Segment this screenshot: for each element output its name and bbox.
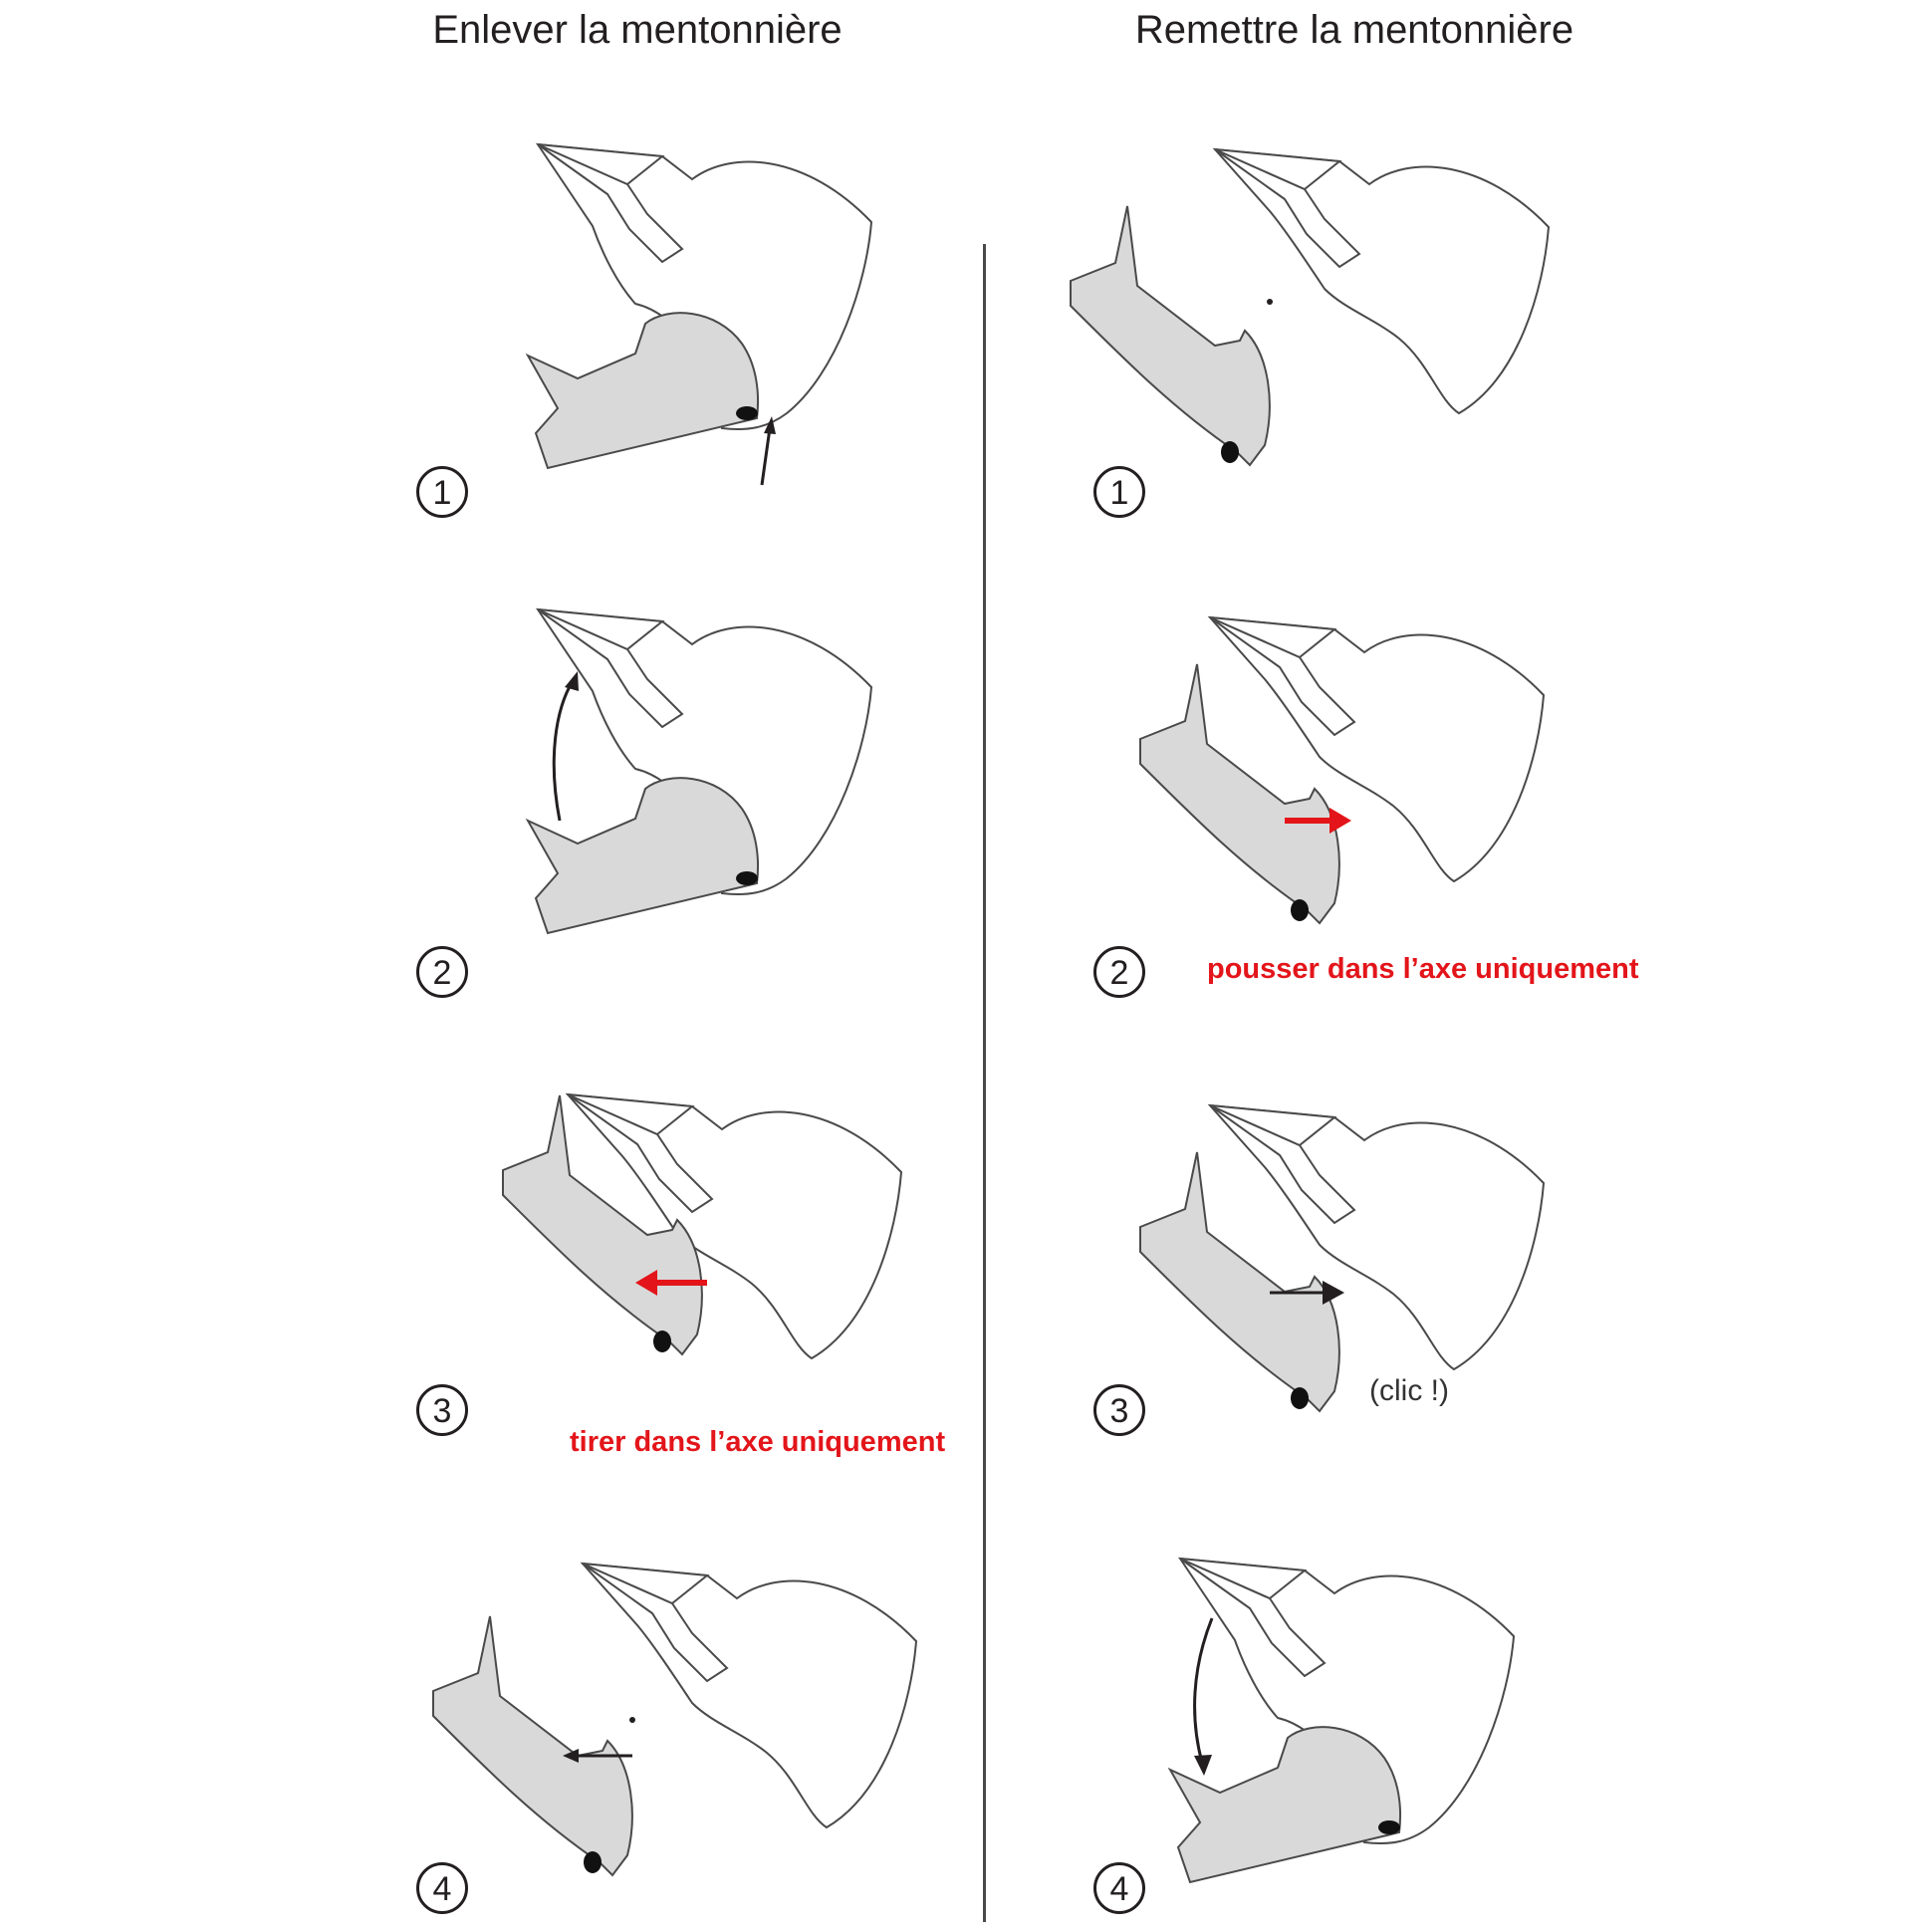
helmet-visor-lift-drawing (527, 608, 872, 934)
refit-step-2-note: pousser dans l’axe uniquement (1207, 953, 1639, 985)
press-button-arrow-icon (760, 427, 772, 486)
refit-column-title: Remettre la mentonnière (1134, 8, 1574, 52)
remove-step-3-note: tirer dans l’axe uniquement (570, 1426, 946, 1458)
chin-guard-detached-drawing (432, 1563, 917, 1876)
chin-guard-separate-drawing (1070, 148, 1550, 466)
chin-guard-pull-drawing (502, 1093, 902, 1359)
remove-step-3-number: 3 (416, 1384, 468, 1436)
chin-guard-click-drawing (1139, 1104, 1545, 1412)
column-divider (983, 244, 986, 1922)
helmet-assembled-drawing (527, 143, 872, 486)
chin-guard-push-drawing (1139, 616, 1545, 924)
refit-step-1-number: 1 (1093, 466, 1145, 518)
remove-step-4-number: 4 (416, 1862, 468, 1914)
remove-column-title: Enlever la mentonnière (432, 8, 843, 52)
refit-step-4-number: 4 (1093, 1862, 1145, 1914)
refit-step-3-number: 3 (1093, 1384, 1145, 1436)
remove-step-1-number: 1 (416, 466, 468, 518)
remove-step-2-number: 2 (416, 946, 468, 998)
lift-visor-arrow-icon (552, 680, 575, 822)
lower-visor-arrow-icon (1193, 1617, 1214, 1764)
refit-step-3-click-note: (clic !) (1369, 1374, 1449, 1407)
refit-step-2-number: 2 (1093, 946, 1145, 998)
helmet-reassembled-drawing (1169, 1558, 1515, 1883)
